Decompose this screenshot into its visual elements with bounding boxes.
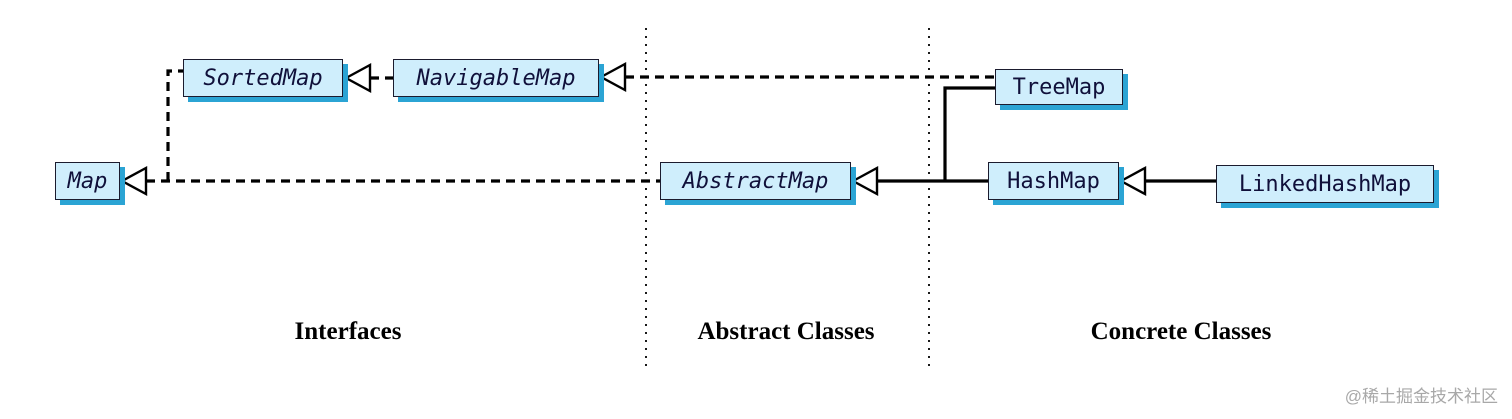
class-node-linkedhashmap: LinkedHashMap (1216, 165, 1434, 203)
inheritance-arrow-hashmap (1118, 165, 1147, 197)
class-node-hashmap: HashMap (988, 162, 1119, 200)
inheritance-line-sortedmap-map (166, 69, 183, 181)
class-node-abstractmap: AbstractMap (660, 162, 851, 200)
inheritance-arrow-sortedmap (343, 62, 372, 94)
class-node-treemap: TreeMap (995, 69, 1123, 105)
watermark-text: @稀土掘金技术社区 (1344, 387, 1498, 406)
inheritance-arrow-map (119, 165, 148, 197)
inheritance-arrow-navigablemap (598, 61, 627, 93)
inheritance-line-treemap-abstractmap (943, 86, 995, 181)
inheritance-arrow-abstractmap (850, 165, 879, 197)
section-label-abstract-classes: Abstract Classes (697, 318, 875, 345)
class-node-map: Map (55, 162, 120, 200)
class-node-sortedmap: SortedMap (183, 59, 343, 97)
section-label-concrete-classes: Concrete Classes (1090, 318, 1272, 345)
section-label-interfaces: Interfaces (294, 318, 402, 345)
class-node-navigablemap: NavigableMap (393, 59, 599, 97)
